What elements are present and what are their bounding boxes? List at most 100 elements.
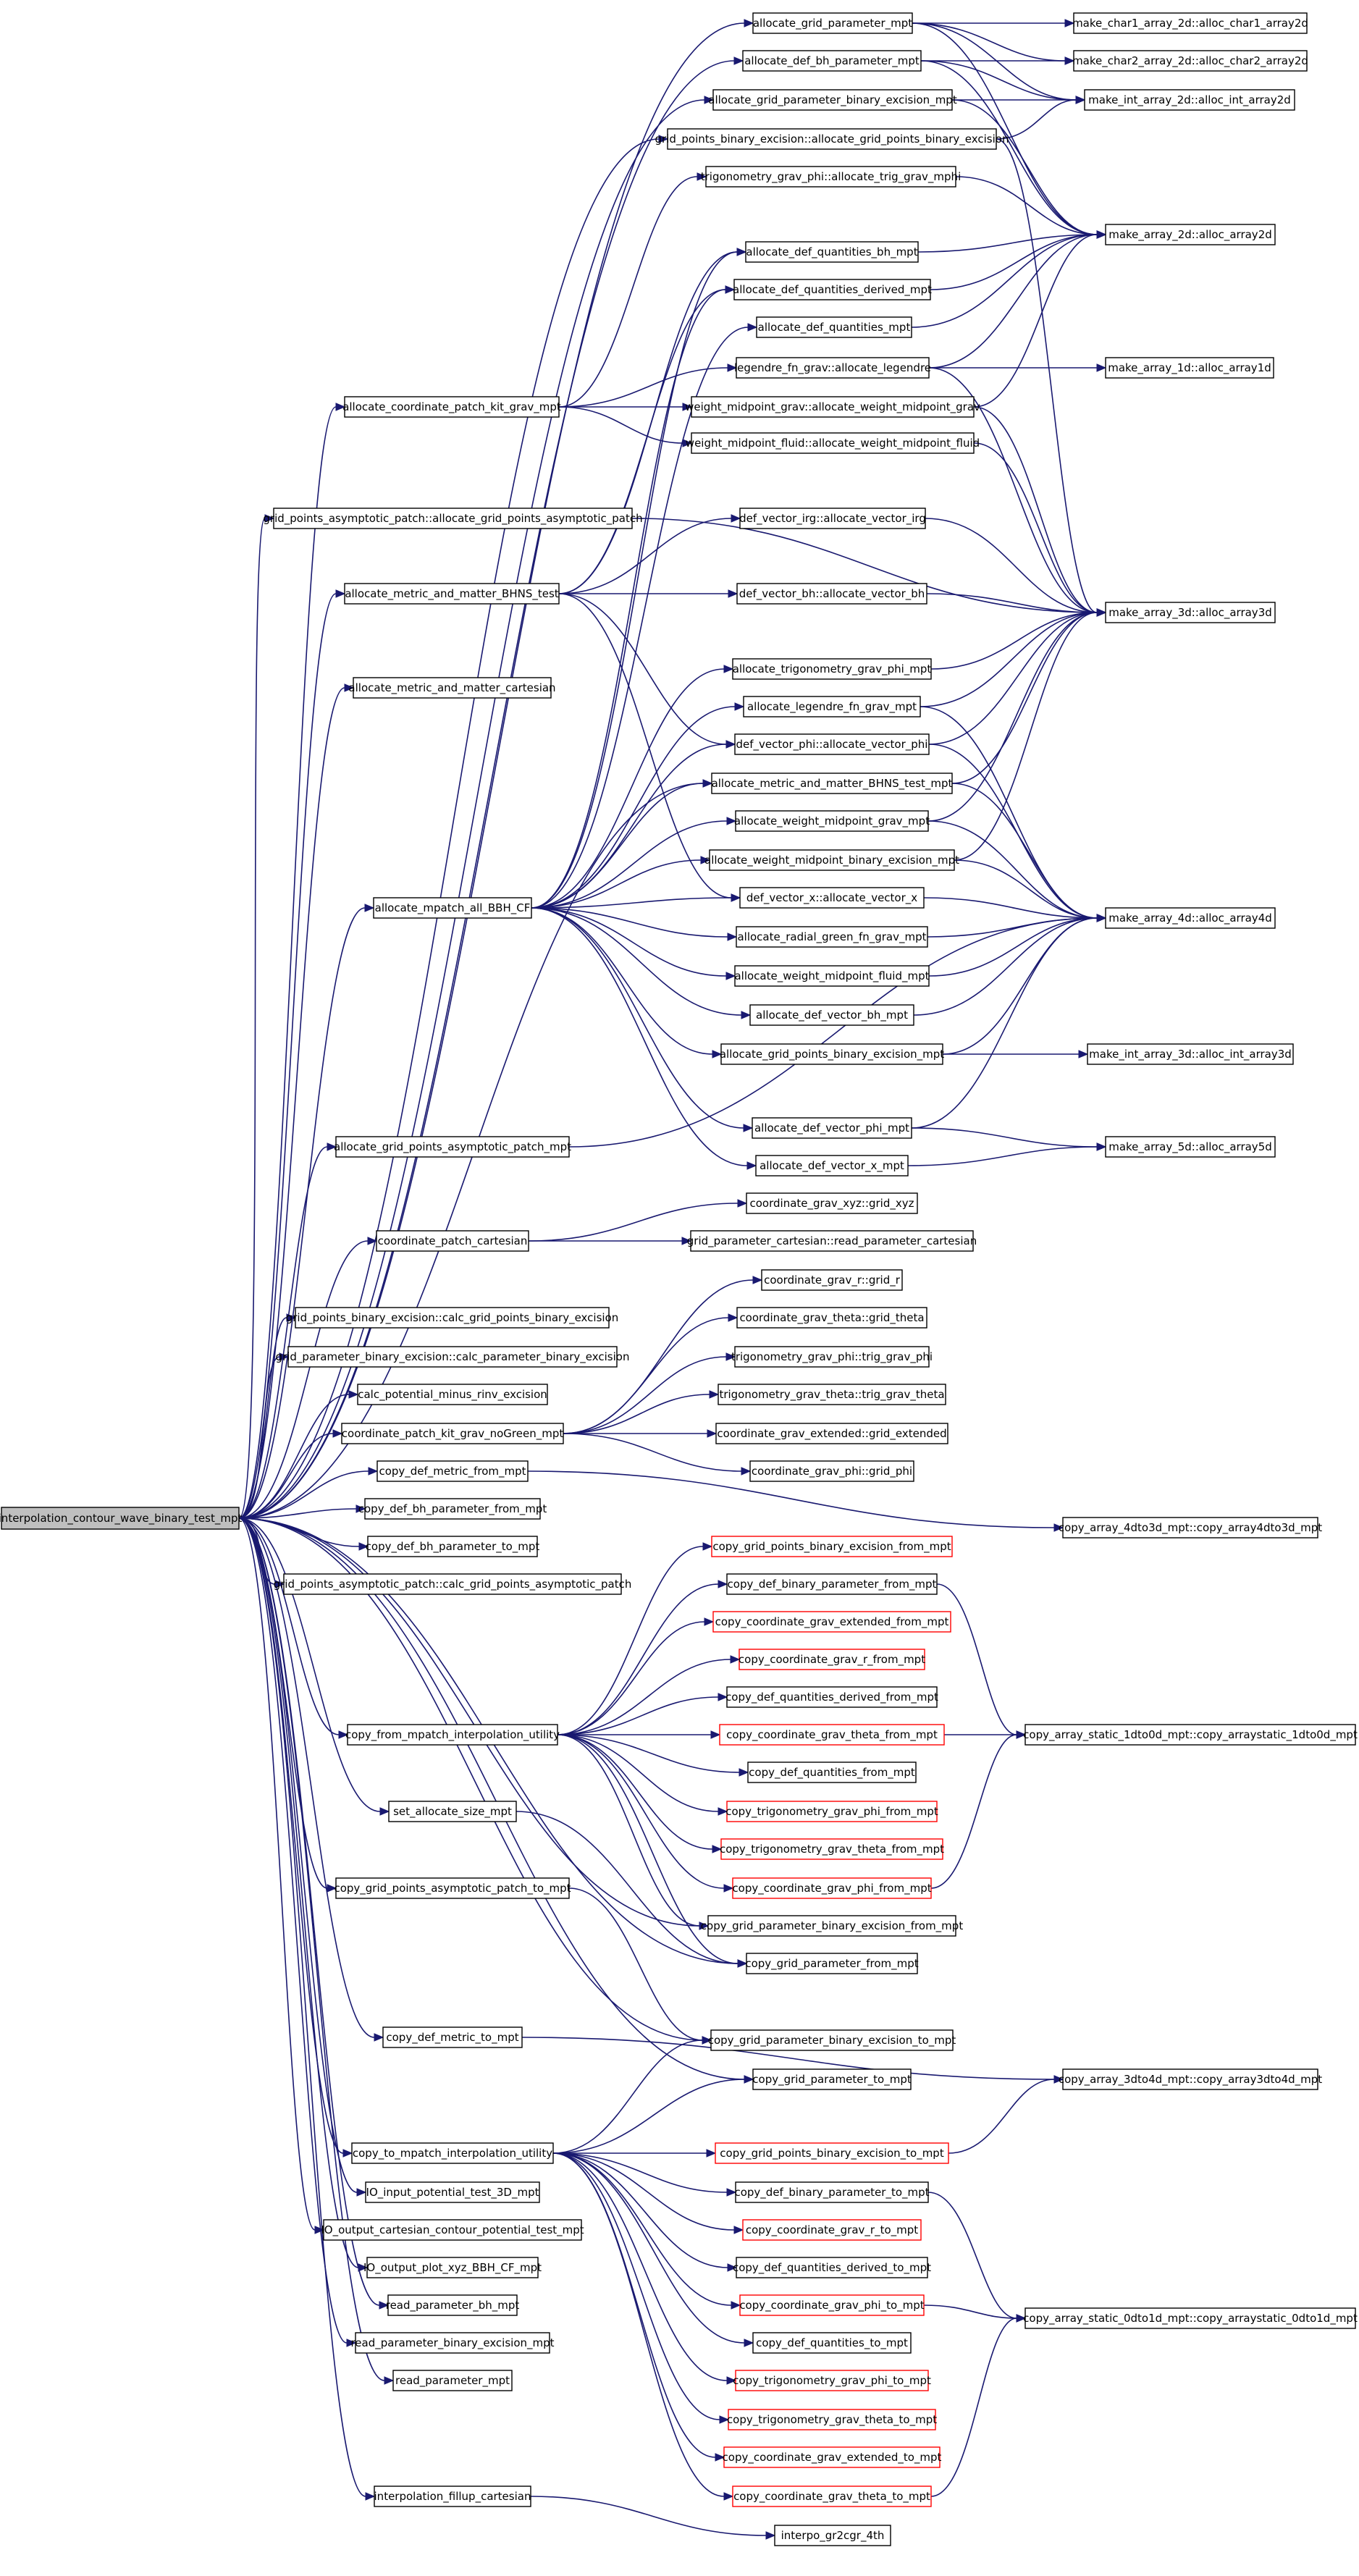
graph-node-n74[interactable]: IO_output_plot_xyz_BBH_CF_mpt (363, 2257, 542, 2278)
node-box[interactable] (376, 1230, 529, 1252)
node-box[interactable] (295, 1307, 610, 1329)
graph-node-n50[interactable]: grid_points_asymptotic_patch::calc_grid_… (274, 1573, 632, 1595)
graph-node-n35[interactable]: grid_parameter_cartesian::read_parameter… (687, 1230, 977, 1252)
graph-node-n13[interactable]: grid_points_asymptotic_patch::allocate_g… (263, 508, 643, 529)
node-box[interactable] (746, 1192, 918, 1214)
graph-node-n75[interactable]: copy_def_quantities_derived_to_mpt (733, 2257, 931, 2278)
graph-node-n68[interactable]: copy_to_mpatch_interpolation_utility (351, 2142, 554, 2164)
graph-node-n40[interactable]: trigonometry_grav_phi::trig_grav_phi (731, 1346, 933, 1368)
graph-node-n28[interactable]: allocate_def_vector_bh_mpt (749, 1004, 914, 1026)
node-box[interactable] (747, 1761, 917, 1783)
node-box[interactable] (712, 89, 953, 111)
node-box[interactable] (376, 1460, 529, 1482)
node-box[interactable] (735, 2370, 929, 2391)
graph-node-n43[interactable]: coordinate_patch_kit_grav_noGreen_mpt (341, 1423, 564, 1444)
graph-node-n11[interactable]: weight_midpoint_grav::allocate_weight_mi… (685, 396, 980, 418)
node-box[interactable] (711, 1536, 953, 1557)
node-box[interactable] (1024, 1724, 1356, 1746)
node-box[interactable] (752, 2332, 912, 2354)
node-box[interactable] (756, 316, 912, 338)
node-box[interactable] (712, 1611, 951, 1633)
graph-node-r11[interactable]: copy_array_static_1dto0d_mpt::copy_array… (1023, 1724, 1358, 1746)
graph-node-n41[interactable]: calc_potential_minus_rinv_excision (357, 1384, 548, 1405)
node-box[interactable] (732, 1877, 932, 1899)
graph-node-n71[interactable]: copy_def_binary_parameter_to_mpt (734, 2181, 930, 2203)
node-box[interactable] (736, 357, 930, 379)
graph-node-n4[interactable]: grid_points_binary_excision::allocate_gr… (655, 128, 1009, 150)
node-box[interactable] (1087, 1043, 1294, 1065)
node-box[interactable] (739, 887, 925, 909)
graph-node-n63[interactable]: copy_grid_parameter_binary_excision_from… (701, 1915, 964, 1937)
graph-node-n9[interactable]: legendre_fn_grav::allocate_legendre (734, 357, 931, 379)
graph-node-n27[interactable]: allocate_weight_midpoint_fluid_mpt (734, 965, 930, 987)
graph-node-n54[interactable]: copy_def_quantities_derived_from_mpt (725, 1686, 938, 1708)
graph-node-r6[interactable]: make_array_3d::alloc_array3d (1105, 602, 1276, 623)
graph-node-n59[interactable]: set_allocate_size_mpt (388, 1801, 517, 1822)
graph-node-n47[interactable]: copy_def_bh_parameter_from_mpt (358, 1498, 547, 1520)
graph-node-n84[interactable]: interpolation_fillup_cartesian (374, 2485, 531, 2507)
graph-node-n8[interactable]: allocate_def_quantities_mpt (756, 316, 912, 338)
graph-node-n1[interactable]: allocate_grid_parameter_mpt (752, 12, 913, 34)
node-box[interactable] (273, 508, 633, 529)
graph-node-n60[interactable]: copy_trigonometry_grav_theta_from_mpt (720, 1838, 944, 1860)
graph-node-r2[interactable]: make_char2_array_2d::alloc_char2_array2d (1072, 50, 1308, 72)
node-box[interactable] (736, 583, 927, 605)
graph-node-n22[interactable]: allocate_weight_midpoint_grav_mpt (734, 810, 930, 832)
node-box[interactable] (752, 1117, 912, 1139)
node-box[interactable] (344, 396, 560, 418)
node-box[interactable] (355, 2332, 550, 2354)
graph-node-n57[interactable]: copy_def_quantities_from_mpt (747, 1761, 917, 1783)
graph-node-r10[interactable]: copy_array_4dto3d_mpt::copy_array4dto3d_… (1059, 1517, 1322, 1539)
graph-node-n67[interactable]: copy_grid_parameter_to_mpt (752, 2068, 912, 2090)
graph-node-n14[interactable]: def_vector_irg::allocate_vector_irg (739, 508, 926, 529)
graph-node-n58[interactable]: copy_trigonometry_grav_phi_from_mpt (725, 1801, 938, 1822)
node-box[interactable] (749, 1004, 914, 1026)
graph-node-n80[interactable]: read_parameter_mpt (392, 2370, 513, 2391)
node-box[interactable] (353, 677, 552, 699)
graph-node-n36[interactable]: coordinate_grav_r::grid_r (761, 1269, 903, 1291)
node-box[interactable] (387, 2294, 518, 2316)
graph-node-n31[interactable]: allocate_grid_points_asymptotic_patch_mp… (334, 1136, 571, 1158)
node-box[interactable] (1084, 89, 1295, 111)
node-box[interactable] (364, 1498, 541, 1520)
node-box[interactable] (739, 1649, 925, 1670)
node-box[interactable] (357, 1384, 548, 1405)
graph-node-n29[interactable]: allocate_grid_points_binary_excision_mpt (720, 1043, 944, 1065)
node-box[interactable] (667, 128, 997, 150)
graph-node-n33[interactable]: coordinate_grav_xyz::grid_xyz (746, 1192, 918, 1214)
graph-node-n76[interactable]: read_parameter_bh_mpt (386, 2294, 520, 2316)
graph-node-n46[interactable]: copy_def_metric_from_mpt (376, 1460, 529, 1482)
node-box[interactable] (726, 1801, 938, 1822)
graph-node-n25[interactable]: def_vector_x::allocate_vector_x (739, 887, 925, 909)
node-box[interactable] (367, 1536, 538, 1557)
graph-node-n6[interactable]: allocate_def_quantities_bh_mpt (745, 241, 919, 263)
node-box[interactable] (726, 1686, 938, 1708)
graph-node-n2[interactable]: allocate_def_bh_parameter_mpt (742, 50, 922, 72)
graph-node-n38[interactable]: coordinate_grav_theta::grid_theta (736, 1307, 927, 1329)
node-box[interactable] (1105, 602, 1276, 623)
node-box[interactable] (1062, 1517, 1318, 1539)
graph-node-n24[interactable]: allocate_mpatch_all_BBH_CF (373, 897, 532, 919)
graph-node-r5[interactable]: make_array_1d::alloc_array1d (1105, 357, 1274, 379)
graph-node-n83[interactable]: copy_coordinate_grav_extended_to_mpt (723, 2446, 942, 2468)
graph-node-n81[interactable]: copy_trigonometry_grav_phi_to_mpt (733, 2370, 931, 2391)
graph-node-n3[interactable]: allocate_grid_parameter_binary_excision_… (708, 89, 957, 111)
node-box[interactable] (755, 1155, 909, 1177)
graph-node-n82[interactable]: copy_trigonometry_grav_theta_to_mpt (727, 2409, 937, 2430)
node-box[interactable] (719, 1724, 945, 1746)
node-box[interactable] (734, 965, 930, 987)
node-box[interactable] (715, 2142, 949, 2164)
graph-node-r9[interactable]: make_array_5d::alloc_array5d (1105, 1136, 1276, 1158)
graph-node-n44[interactable]: coordinate_grav_extended::grid_extended (715, 1423, 948, 1444)
graph-node-r7[interactable]: make_array_4d::alloc_array4d (1105, 907, 1276, 929)
node-box[interactable] (735, 810, 929, 832)
node-box[interactable] (774, 2525, 891, 2546)
node-box[interactable] (732, 658, 932, 680)
node-box[interactable] (373, 897, 532, 919)
node-box[interactable] (323, 2219, 582, 2241)
graph-node-n7[interactable]: allocate_def_quantities_derived_mpt (733, 279, 932, 300)
node-box[interactable] (707, 1915, 956, 1937)
graph-node-n78[interactable]: read_parameter_binary_excision_mpt (350, 2332, 555, 2354)
graph-node-r13[interactable]: copy_array_static_0dto1d_mpt::copy_array… (1023, 2307, 1358, 2329)
graph-node-n53[interactable]: copy_coordinate_grav_r_from_mpt (739, 1649, 925, 1670)
